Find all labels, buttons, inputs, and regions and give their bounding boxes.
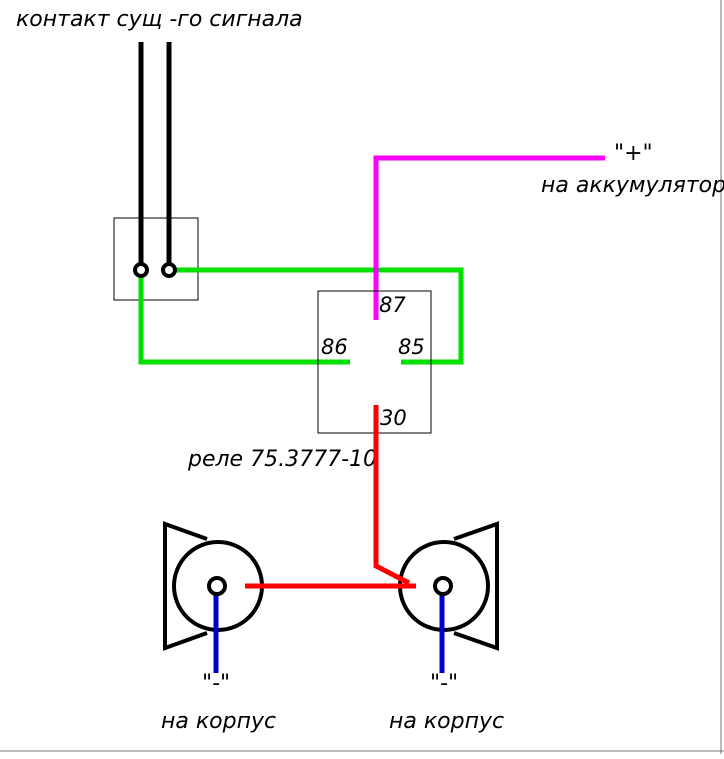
horn-wire-from-30: [373, 405, 411, 586]
right-horn-bell: [453, 521, 499, 651]
left-horn-terminal: [207, 576, 227, 596]
connector-terminal-left: [133, 262, 149, 278]
connector-terminal-right: [161, 262, 177, 278]
relay-pin-85: 85: [398, 335, 425, 359]
relay-pin-86: 86: [321, 335, 348, 359]
battery-plus-label: "+": [614, 141, 653, 166]
right-horn-terminal: [433, 576, 453, 596]
control-wire-86: [138, 270, 350, 365]
horn-contact-connector: [113, 217, 199, 301]
relay-label: реле 75.3777-10: [187, 447, 377, 472]
ground-left-sign: "-": [202, 671, 230, 696]
left-horn-bell: [163, 521, 208, 651]
relay-pin-30: 30: [380, 406, 407, 430]
relay-pin-87: 87: [379, 293, 406, 317]
ground-right-label: на корпус: [389, 709, 504, 734]
battery-label: на аккумулятор: [541, 173, 724, 198]
switch-contact-label: контакт сущ -го сигнала: [16, 7, 303, 32]
ground-right-sign: "-": [430, 671, 458, 696]
ground-left-label: на корпус: [161, 709, 276, 734]
battery-wire: [373, 155, 605, 320]
